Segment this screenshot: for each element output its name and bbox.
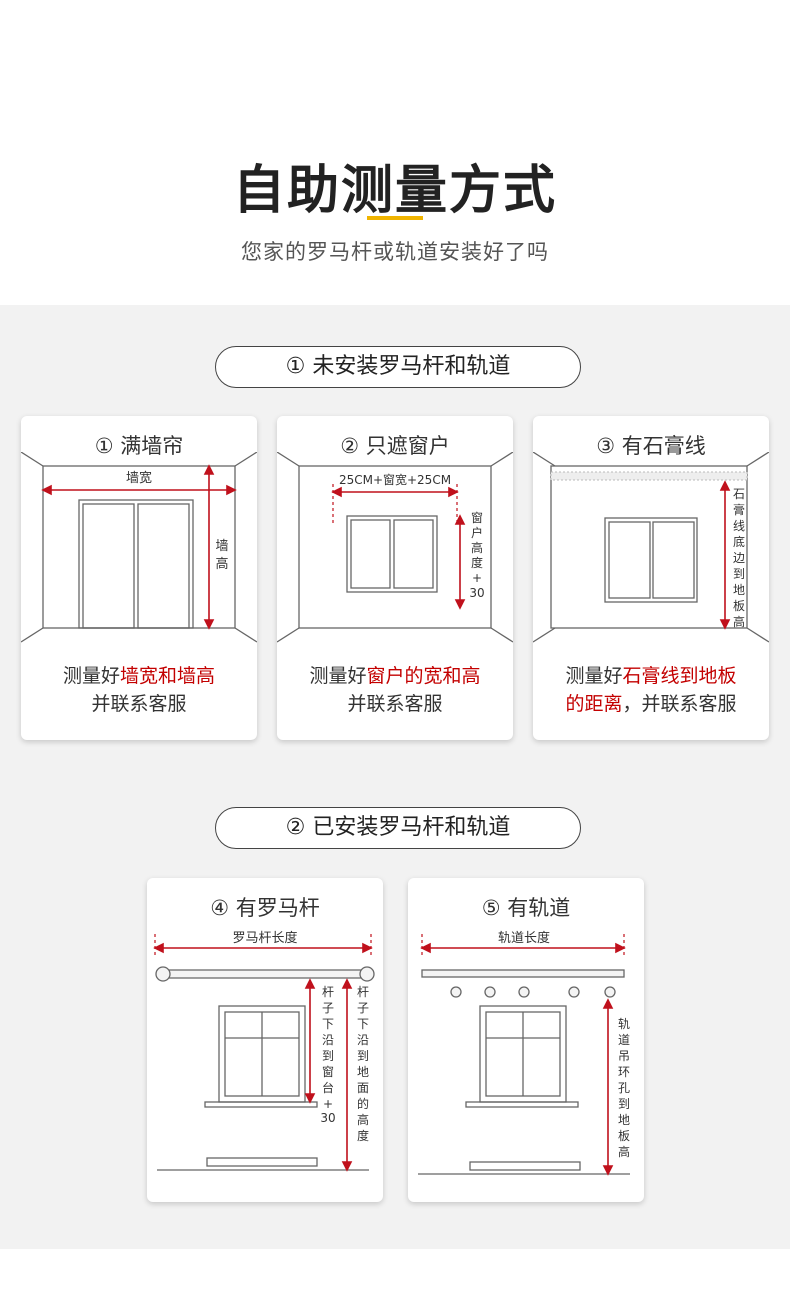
rod-sill-label-4: 沿 [322, 1033, 334, 1047]
rod-length-label: 罗马杆长度 [232, 930, 297, 946]
rod-floor-label-10: 度 [357, 1128, 369, 1143]
card-title: ⑤ 有轨道 [481, 896, 571, 920]
rod-sill-label-8: + [323, 1097, 333, 1111]
roman-rod-diagram: 罗马杆长度 杆 子 下 沿 到 窗 [153, 930, 375, 1172]
card-title: ② 只遮窗户 [340, 434, 450, 458]
plaster-line-diagram: 石 膏 线 底 边 到 地 板 高 [533, 452, 769, 643]
rod-floor-label-1: 杆 [357, 985, 369, 999]
track-label-1: 轨 [618, 1017, 630, 1031]
track-label-5: 孔 [618, 1081, 630, 1095]
card-instructions: 测量好石膏线到地板 的距离，并联系客服 [565, 665, 737, 715]
plaster-line [550, 471, 748, 481]
page-title: 自助测量方式 [232, 161, 557, 221]
rod-floor-label-5: 到 [357, 1049, 369, 1063]
rod-floor-label-9: 高 [357, 1112, 369, 1127]
page-subtitle: 您家的罗马杆或轨道安装好了吗 [241, 240, 549, 264]
rod-floor-label-7: 面 [357, 1081, 369, 1095]
card-title: ③ 有石膏线 [596, 434, 706, 458]
plaster-label-5: 边 [733, 551, 745, 565]
card-title: ① 满墙帘 [94, 434, 184, 458]
track-diagram: 轨道长度 轨 道 吊 环 孔 到 [418, 930, 630, 1176]
window-height-label-2: 户 [471, 525, 483, 540]
window-width-label: 25CM+窗宽+25CM [339, 472, 451, 487]
card-instructions: 测量好窗户的宽和高 并联系客服 [309, 665, 481, 715]
rod-floor-label-4: 沿 [357, 1033, 369, 1047]
rod-floor-label-3: 下 [357, 1017, 369, 1031]
title-underline [367, 216, 423, 220]
card-full-wall: ① 满墙帘 墙宽 墙 高 测量好墙宽和墙高 并联系客服 [21, 416, 257, 740]
plaster-label-7: 地 [733, 583, 745, 597]
header: 自助测量方式 您家的罗马杆或轨道安装好了吗 [0, 0, 790, 305]
window-height-label-6: 30 [469, 586, 484, 600]
window-only-diagram: 25CM+窗宽+25CM 窗 户 高 度 + 30 [277, 452, 513, 643]
track-length-label: 轨道长度 [498, 930, 550, 946]
plaster-label-4: 底 [733, 534, 745, 549]
rod-floor-label-8: 的 [357, 1096, 369, 1111]
rod-sill-label-7: 台 [322, 1080, 334, 1095]
wall-height-label-2: 高 [215, 556, 228, 572]
track-label-4: 环 [618, 1065, 630, 1079]
track-label-8: 板 [618, 1129, 630, 1143]
window-height-label-3: 高 [471, 540, 483, 555]
plaster-label-2: 膏 [733, 502, 745, 517]
rod-sill-label-1: 杆 [322, 985, 334, 999]
window-height-label-5: + [472, 571, 482, 585]
wall-width-label: 墙宽 [126, 470, 152, 486]
plaster-label-3: 线 [733, 519, 745, 533]
card-track: ⑤ 有轨道 轨道长度 [408, 878, 644, 1202]
wall-height-label-1: 墙 [215, 539, 228, 554]
rod-sill-label-5: 到 [322, 1049, 334, 1063]
section-2-label: ② 已安装罗马杆和轨道 [215, 807, 581, 849]
plaster-label-9: 高 [733, 614, 745, 629]
card-title: ④ 有罗马杆 [210, 896, 320, 920]
full-wall-diagram: 墙宽 墙 高 [21, 452, 257, 643]
rod-floor-label-6: 地 [357, 1065, 369, 1079]
window-height-label-1: 窗 [471, 511, 483, 525]
track-label-6: 到 [618, 1097, 630, 1111]
rod-sill-label-9: 30 [320, 1111, 335, 1125]
window-height-label-4: 度 [471, 555, 483, 570]
card-window-only: ② 只遮窗户 25CM+窗宽+25CM 窗 户 高 [277, 416, 513, 740]
track-label-9: 高 [618, 1144, 630, 1159]
rod-sill-label-2: 子 [322, 1001, 334, 1015]
card-roman-rod: ④ 有罗马杆 罗马杆长度 [147, 878, 383, 1202]
rod-sill-label-3: 下 [322, 1017, 334, 1031]
plaster-label-6: 到 [733, 567, 745, 581]
rod-sill-label-6: 窗 [322, 1065, 334, 1079]
rod-floor-label-2: 子 [357, 1001, 369, 1015]
card-instructions: 测量好墙宽和墙高 并联系客服 [62, 665, 216, 715]
track-label-7: 地 [618, 1113, 630, 1127]
card-plaster-line: ③ 有石膏线 石 膏 线 底 边 到 地 板 高 [533, 416, 769, 740]
plaster-label-1: 石 [733, 487, 745, 501]
track-label-3: 吊 [618, 1049, 630, 1063]
plaster-label-8: 板 [733, 599, 745, 613]
track-label-2: 道 [618, 1033, 630, 1047]
section-1-label: ① 未安装罗马杆和轨道 [215, 346, 581, 388]
